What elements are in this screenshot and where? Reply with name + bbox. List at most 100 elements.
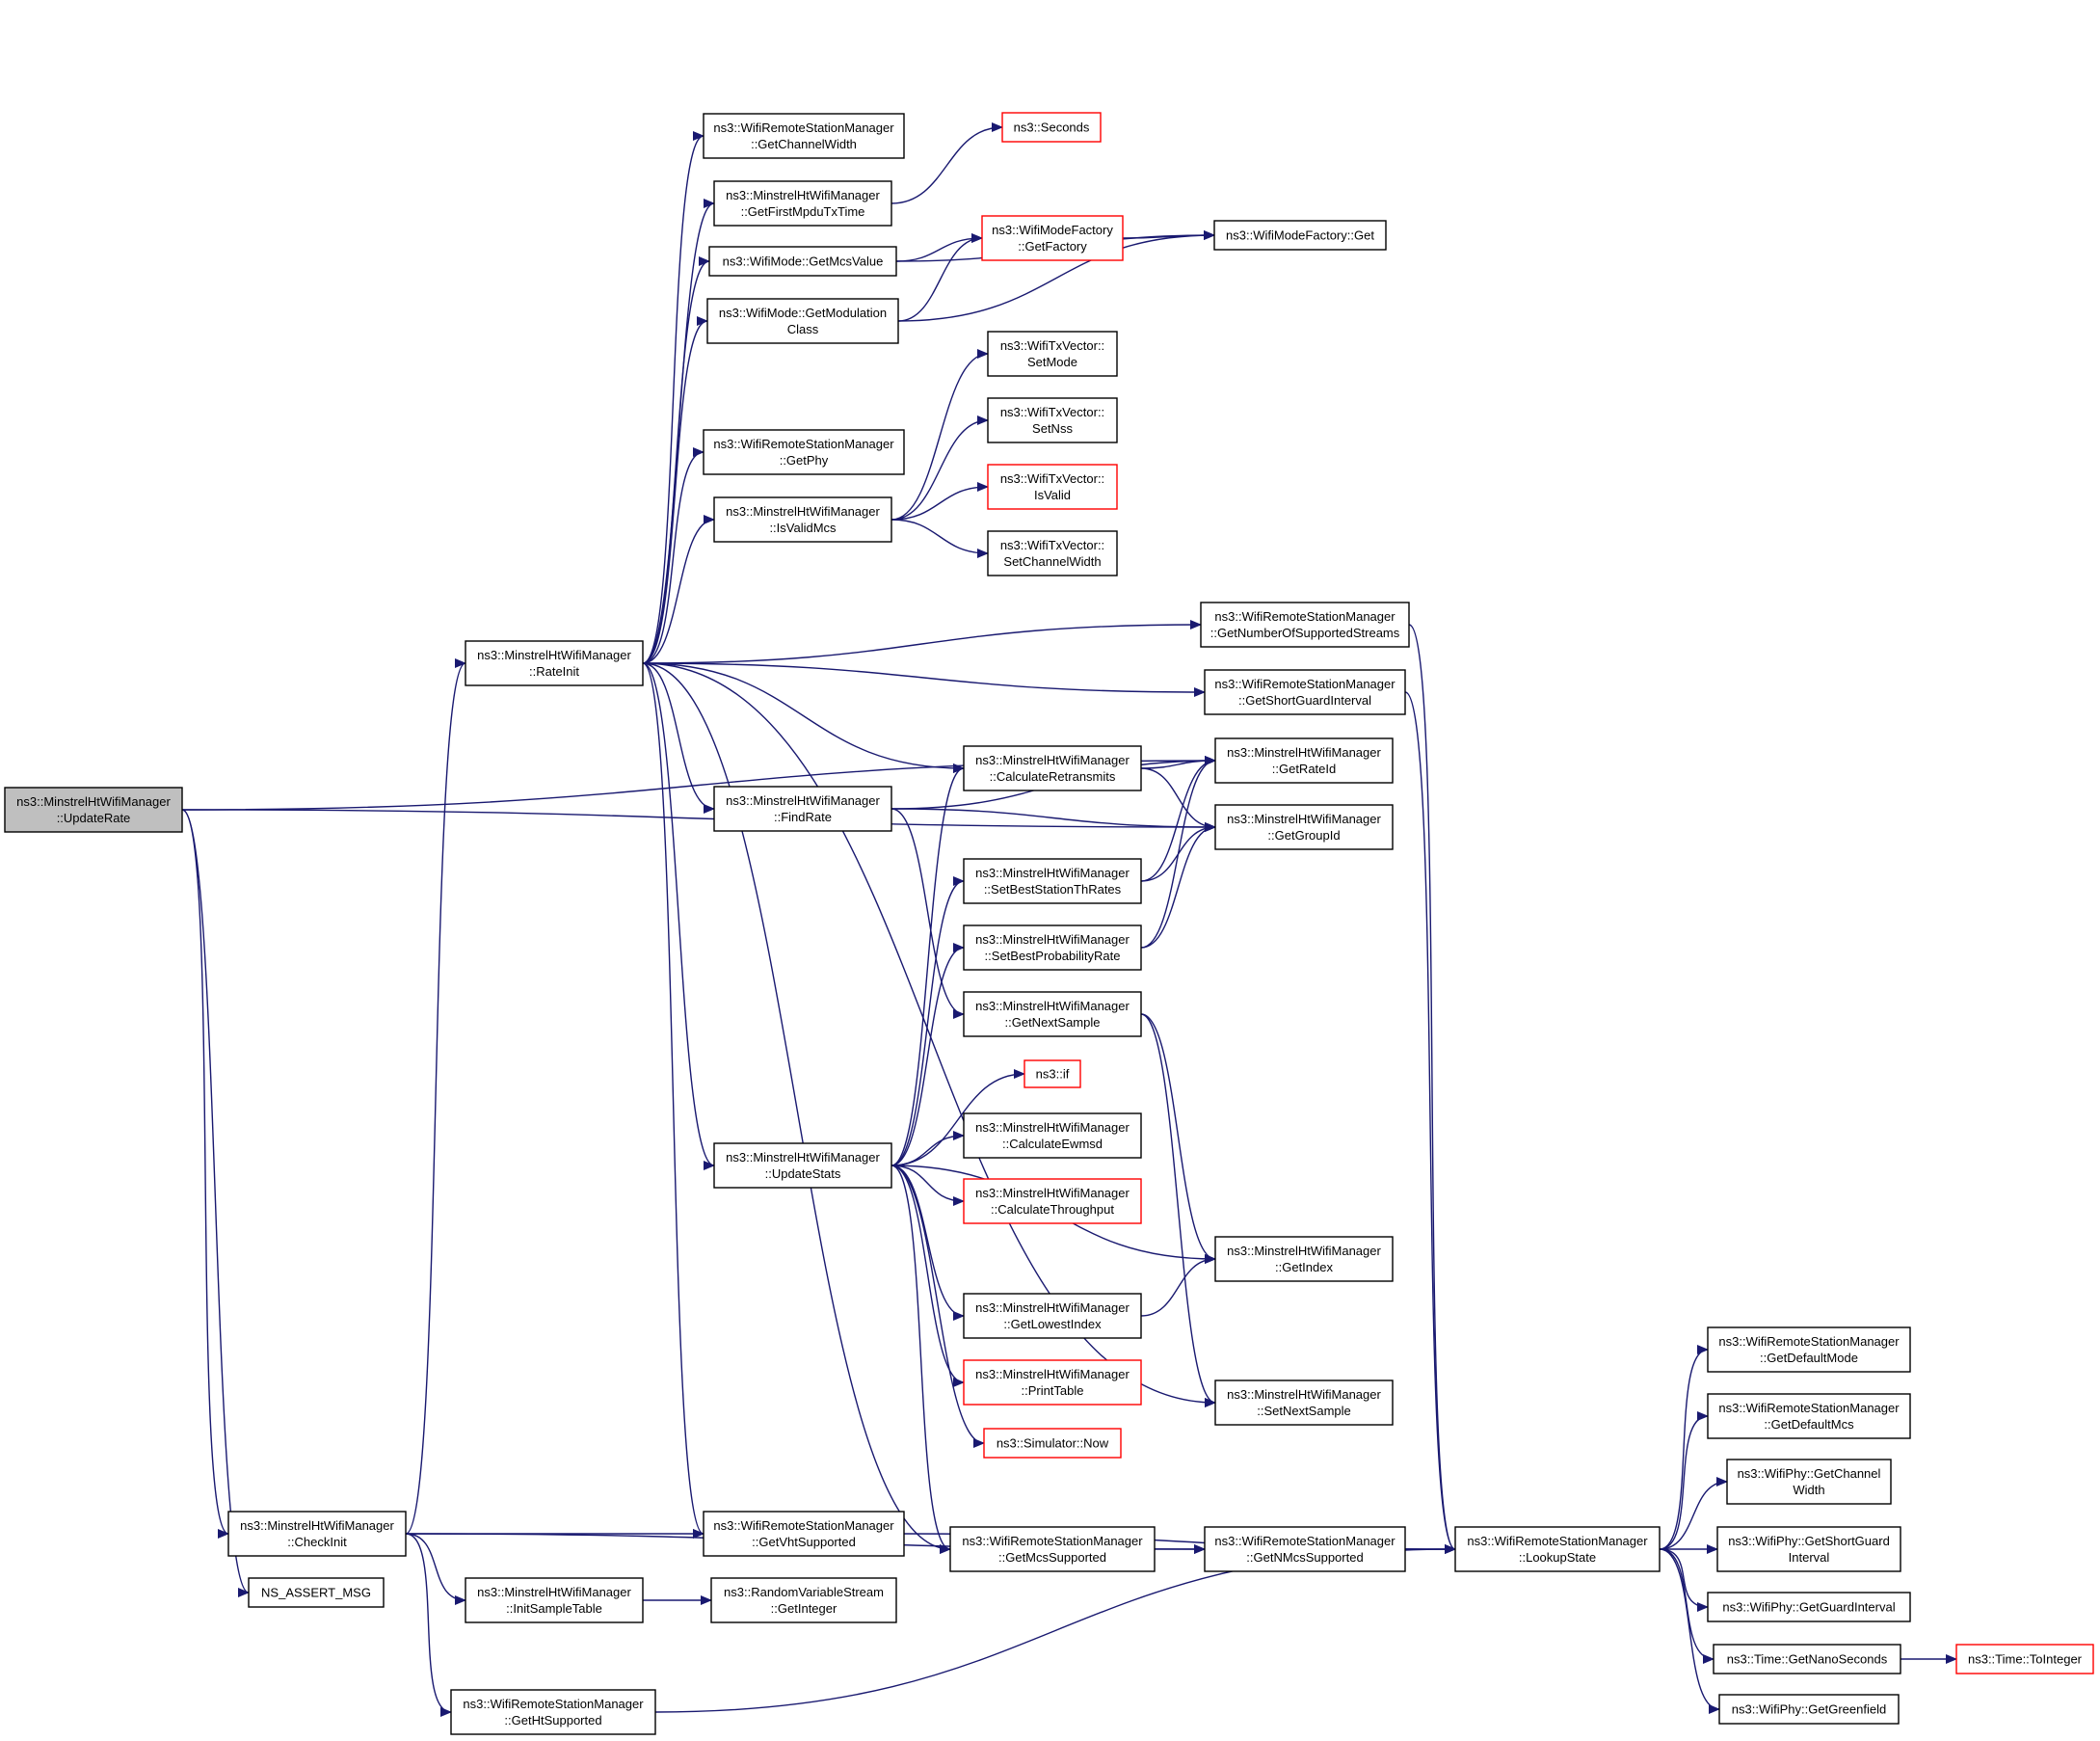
- node-label-line: ::UpdateRate: [57, 811, 131, 825]
- node-phygetshortgi[interactable]: ns3::WifiPhy::GetShortGuardInterval: [1716, 1526, 1901, 1572]
- node-calcretransmits[interactable]: ns3::MinstrelHtWifiManager::CalculateRet…: [963, 745, 1142, 791]
- node-checkinit[interactable]: ns3::MinstrelHtWifiManager::CheckInit: [227, 1511, 407, 1557]
- edge-arrow: [891, 482, 989, 521]
- node-isvalidmcs[interactable]: ns3::MinstrelHtWifiManager::IsValidMcs: [713, 496, 892, 543]
- node-getdefaultmcs[interactable]: ns3::WifiRemoteStationManager::GetDefaul…: [1707, 1393, 1911, 1439]
- edge-isvalidmcs-to-isvalid: [891, 482, 989, 521]
- node-phygetgi[interactable]: ns3::WifiPhy::GetGuardInterval: [1707, 1592, 1911, 1622]
- edge-gethtsupported-to-lookupstate: [654, 1544, 1456, 1713]
- node-updaterate[interactable]: ns3::MinstrelHtWifiManager::UpdateRate: [4, 787, 183, 833]
- edge-arrow: [1140, 822, 1216, 949]
- edge-arrow: [891, 1131, 965, 1166]
- node-nsassert[interactable]: NS_ASSERT_MSG: [248, 1577, 385, 1608]
- node-getshortgi[interactable]: ns3::WifiRemoteStationManager::GetShortG…: [1204, 669, 1406, 715]
- node-getnextsample[interactable]: ns3::MinstrelHtWifiManager::GetNextSampl…: [963, 991, 1142, 1037]
- node-getgroupid[interactable]: ns3::MinstrelHtWifiManager::GetGroupId: [1214, 804, 1394, 850]
- node-label-line: ns3::WifiMode::GetModulation: [719, 306, 887, 320]
- node-calcthroughput[interactable]: ns3::MinstrelHtWifiManager::CalculateThr…: [963, 1178, 1142, 1224]
- node-getphy[interactable]: ns3::WifiRemoteStationManager::GetPhy: [703, 429, 905, 475]
- node-label-line: ns3::MinstrelHtWifiManager: [1227, 1387, 1381, 1402]
- edge-arrow: [405, 658, 466, 1535]
- edge-findrate-to-getgroupid: [891, 808, 1216, 832]
- node-label-line: ::CalculateRetransmits: [990, 769, 1116, 784]
- node-setchannelwidth[interactable]: ns3::WifiTxVector::SetChannelWidth: [987, 530, 1118, 576]
- node-setnextsample[interactable]: ns3::MinstrelHtWifiManager::SetNextSampl…: [1214, 1379, 1394, 1426]
- node-setnss[interactable]: ns3::WifiTxVector::SetNss: [987, 397, 1118, 443]
- node-lookupstate[interactable]: ns3::WifiRemoteStationManager::LookupSta…: [1454, 1526, 1661, 1572]
- node-getinteger[interactable]: ns3::RandomVariableStream::GetInteger: [710, 1577, 897, 1623]
- edge-updatestats-to-simnow: [891, 1165, 985, 1448]
- node-label-line: ::GetHtSupported: [504, 1713, 601, 1728]
- node-initsampletable[interactable]: ns3::MinstrelHtWifiManager::InitSampleTa…: [465, 1577, 644, 1623]
- node-printtable[interactable]: ns3::MinstrelHtWifiManager::PrintTable: [963, 1359, 1142, 1406]
- node-findrate[interactable]: ns3::MinstrelHtWifiManager::FindRate: [713, 786, 892, 832]
- node-label-line: ::FindRate: [774, 810, 832, 824]
- node-getvhtsupported[interactable]: ns3::WifiRemoteStationManager::GetVhtSup…: [703, 1511, 905, 1557]
- node-phygetchannelwidth[interactable]: ns3::WifiPhy::GetChannelWidth: [1726, 1459, 1892, 1505]
- node-getdefaultmode[interactable]: ns3::WifiRemoteStationManager::GetDefaul…: [1707, 1326, 1911, 1373]
- node-box: [963, 858, 1142, 904]
- node-box: [963, 745, 1142, 791]
- node-box: [963, 991, 1142, 1037]
- node-getnumstreams[interactable]: ns3::WifiRemoteStationManager::GetNumber…: [1200, 602, 1410, 648]
- node-label-line: ns3::MinstrelHtWifiManager: [16, 794, 171, 809]
- node-getchannelwidth[interactable]: ns3::WifiRemoteStationManager::GetChanne…: [703, 113, 905, 159]
- node-label-line: ns3::MinstrelHtWifiManager: [975, 932, 1130, 947]
- node-getindex[interactable]: ns3::MinstrelHtWifiManager::GetIndex: [1214, 1236, 1394, 1282]
- node-label-line: ::GetDefaultMcs: [1764, 1417, 1854, 1432]
- node-label-line: ::GetNMcsSupported: [1246, 1550, 1363, 1565]
- node-getnmcs[interactable]: ns3::WifiRemoteStationManager::GetNMcsSu…: [1204, 1526, 1406, 1572]
- node-box: [1214, 804, 1394, 850]
- edge-arrow: [891, 763, 965, 1166]
- node-box: [949, 1526, 1156, 1572]
- node-label-line: ns3::WifiTxVector::: [1000, 405, 1104, 419]
- node-simnow[interactable]: ns3::Simulator::Now: [983, 1428, 1122, 1459]
- node-box: [1213, 220, 1387, 251]
- node-seconds[interactable]: ns3::Seconds: [1001, 112, 1102, 143]
- node-box: [963, 1293, 1142, 1339]
- edge-arrow: [1404, 691, 1456, 1554]
- node-tointeger[interactable]: ns3::Time::ToInteger: [1955, 1644, 2094, 1674]
- edge-setbeststation-to-getrateid: [1140, 756, 1216, 882]
- edge-getnumstreams-to-lookupstate: [1408, 624, 1456, 1554]
- node-getfactory[interactable]: ns3::WifiModeFactory::GetFactory: [981, 215, 1124, 261]
- node-label-line: ns3::WifiRemoteStationManager: [1467, 1534, 1648, 1548]
- node-getmcssupported[interactable]: ns3::WifiRemoteStationManager::GetMcsSup…: [949, 1526, 1156, 1572]
- node-calcewmsd[interactable]: ns3::MinstrelHtWifiManager::CalculateEwm…: [963, 1112, 1142, 1159]
- edges-layer: [181, 122, 1957, 1717]
- node-label-line: ::GetIndex: [1275, 1260, 1333, 1274]
- node-wifimodefactoryget[interactable]: ns3::WifiModeFactory::Get: [1213, 220, 1387, 251]
- node-getmcsvalue[interactable]: ns3::WifiMode::GetMcsValue: [708, 246, 897, 277]
- node-box: [963, 1359, 1142, 1406]
- node-getfirstmpdu[interactable]: ns3::MinstrelHtWifiManager::GetFirstMpdu…: [713, 180, 892, 227]
- node-setbestprob[interactable]: ns3::MinstrelHtWifiManager::SetBestProba…: [963, 924, 1142, 971]
- node-box: [1001, 112, 1102, 143]
- edge-updatestats-to-calcthroughput: [891, 1165, 965, 1206]
- edge-arrow: [642, 515, 715, 664]
- node-label-line: ::IsValidMcs: [769, 521, 837, 535]
- node-updatestats[interactable]: ns3::MinstrelHtWifiManager::UpdateStats: [713, 1142, 892, 1189]
- node-label-line: ns3::WifiPhy::GetGreenfield: [1732, 1702, 1886, 1717]
- edge-arrow: [642, 447, 704, 664]
- node-getlowestindex[interactable]: ns3::MinstrelHtWifiManager::GetLowestInd…: [963, 1293, 1142, 1339]
- edge-arrow: [1140, 756, 1216, 882]
- node-getrateid[interactable]: ns3::MinstrelHtWifiManager::GetRateId: [1214, 737, 1394, 784]
- node-setmode[interactable]: ns3::WifiTxVector::SetMode: [987, 331, 1118, 377]
- edge-updatestats-to-getlowestindex: [891, 1165, 965, 1321]
- node-getgreenfield[interactable]: ns3::WifiPhy::GetGreenfield: [1718, 1694, 1900, 1725]
- node-nsif[interactable]: ns3::if: [1023, 1059, 1081, 1088]
- node-label-line: ::GetPhy: [780, 453, 829, 468]
- node-label-line: ns3::MinstrelHtWifiManager: [726, 793, 880, 808]
- node-box: [1716, 1526, 1901, 1572]
- node-isvalid[interactable]: ns3::WifiTxVector::IsValid: [987, 464, 1118, 510]
- node-label-line: NS_ASSERT_MSG: [261, 1586, 371, 1600]
- node-label-line: ns3::MinstrelHtWifiManager: [975, 1367, 1130, 1381]
- node-label-line: IsValid: [1034, 488, 1071, 502]
- node-gethtsupported[interactable]: ns3::WifiRemoteStationManager::GetHtSupp…: [450, 1689, 656, 1735]
- node-getnanoseconds[interactable]: ns3::Time::GetNanoSeconds: [1713, 1644, 1901, 1674]
- node-setbeststation[interactable]: ns3::MinstrelHtWifiManager::SetBestStati…: [963, 858, 1142, 904]
- edge-updatestats-to-setbeststation: [891, 876, 965, 1166]
- node-rateinit[interactable]: ns3::MinstrelHtWifiManager::RateInit: [465, 640, 644, 686]
- edge-arrow: [1659, 1345, 1709, 1550]
